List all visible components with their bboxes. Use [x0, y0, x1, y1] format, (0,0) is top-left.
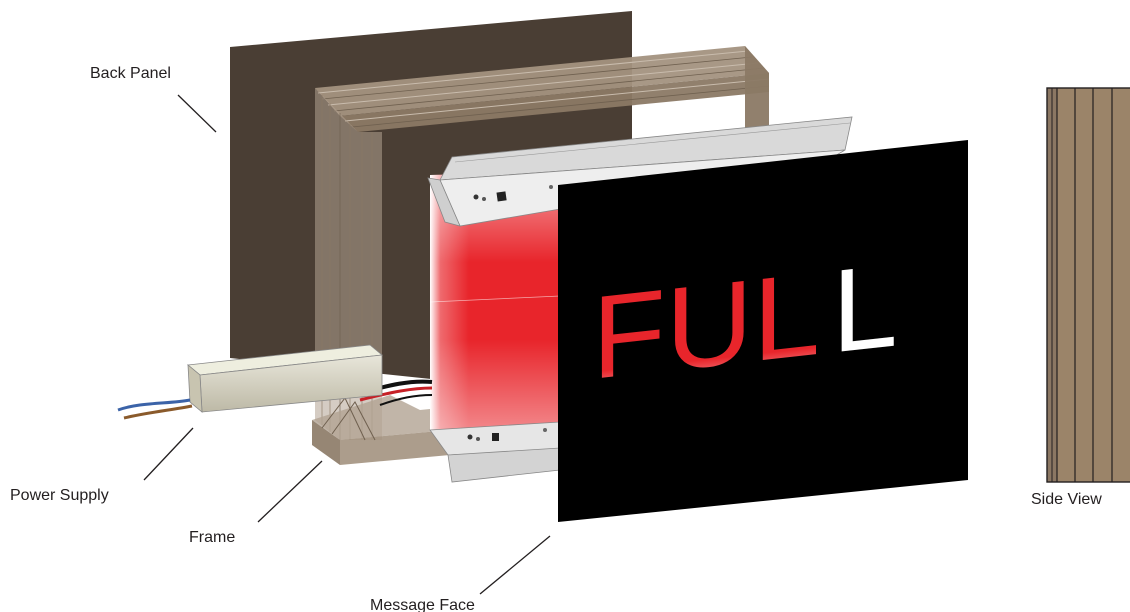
frame-leader [258, 461, 322, 522]
label-back-panel: Back Panel [90, 65, 171, 82]
message-face-leader [480, 536, 550, 594]
face-lit-letters: FUL [592, 248, 820, 405]
label-frame: Frame [189, 529, 235, 546]
face-unlit-letter: L [832, 240, 898, 379]
back-panel-leader [178, 95, 216, 132]
power-supply-leader [144, 428, 193, 480]
wire-brown [124, 406, 192, 418]
side-view [1047, 88, 1130, 482]
message-face: FUL L [558, 140, 968, 522]
label-message-face: Message Face [370, 597, 475, 612]
label-power-supply: Power Supply [10, 487, 109, 504]
label-side-view: Side View [1031, 491, 1102, 508]
